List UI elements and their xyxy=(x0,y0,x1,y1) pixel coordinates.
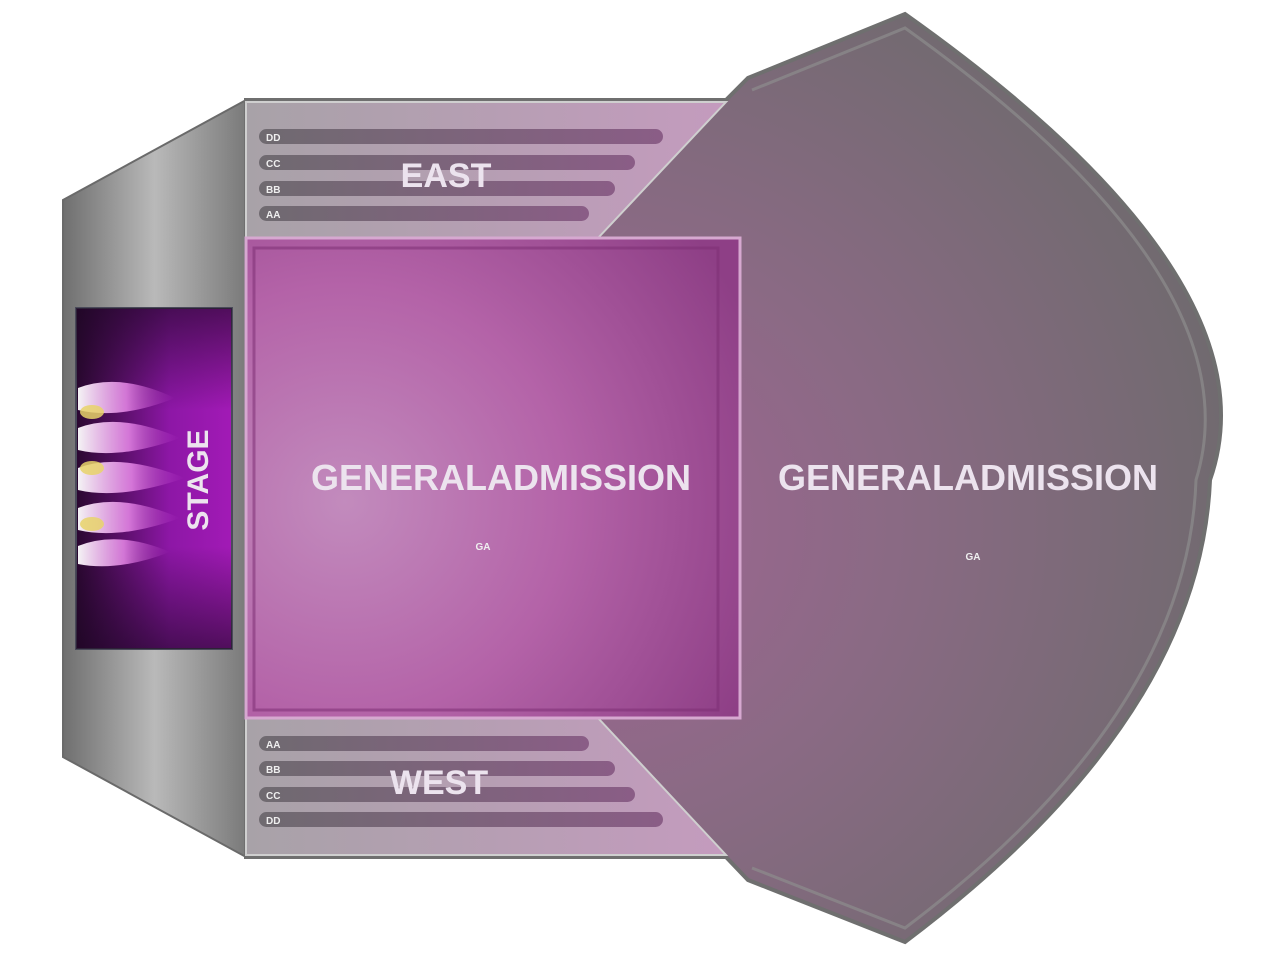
row-label: DD xyxy=(266,816,280,827)
row-label: CC xyxy=(266,159,280,170)
row-label: DD xyxy=(266,133,280,144)
section-ga-floor-code: GA xyxy=(476,542,491,553)
section-east-label: EAST xyxy=(401,157,492,195)
row-label: AA xyxy=(266,210,280,221)
light-beam xyxy=(78,539,170,567)
west-rows: AA BB CC DD xyxy=(259,736,663,827)
section-ga-floor[interactable] xyxy=(244,236,742,720)
section-west-label: WEST xyxy=(390,764,488,802)
row-east-aa[interactable] xyxy=(259,206,589,221)
row-label: AA xyxy=(266,740,280,751)
light-beam xyxy=(78,461,185,494)
section-ga-lawn-label: GENERALADMISSION xyxy=(778,457,1158,498)
row-label: BB xyxy=(266,765,280,776)
row-west-bb[interactable] xyxy=(259,761,615,776)
section-ga-lawn-code: GA xyxy=(966,552,981,563)
row-west-cc[interactable] xyxy=(259,787,635,802)
section-ga-floor-label: GENERALADMISSION xyxy=(311,457,691,498)
ga-floor-inner-edge xyxy=(252,246,720,712)
row-east-bb[interactable] xyxy=(259,181,615,196)
row-west-aa[interactable] xyxy=(259,736,589,751)
light-beam xyxy=(78,381,175,414)
stage-label: STAGE xyxy=(182,429,215,530)
row-east-cc[interactable] xyxy=(259,155,635,170)
east-rows: DD CC BB AA xyxy=(259,129,663,221)
light-beam xyxy=(78,421,180,454)
row-west-dd[interactable] xyxy=(259,812,663,827)
row-east-dd[interactable] xyxy=(259,129,663,144)
lawn-inner-edge xyxy=(751,26,1207,930)
stage: STAGE xyxy=(75,307,233,650)
row-label: CC xyxy=(266,791,280,802)
stage-lights xyxy=(78,381,185,567)
row-label: BB xyxy=(266,185,280,196)
